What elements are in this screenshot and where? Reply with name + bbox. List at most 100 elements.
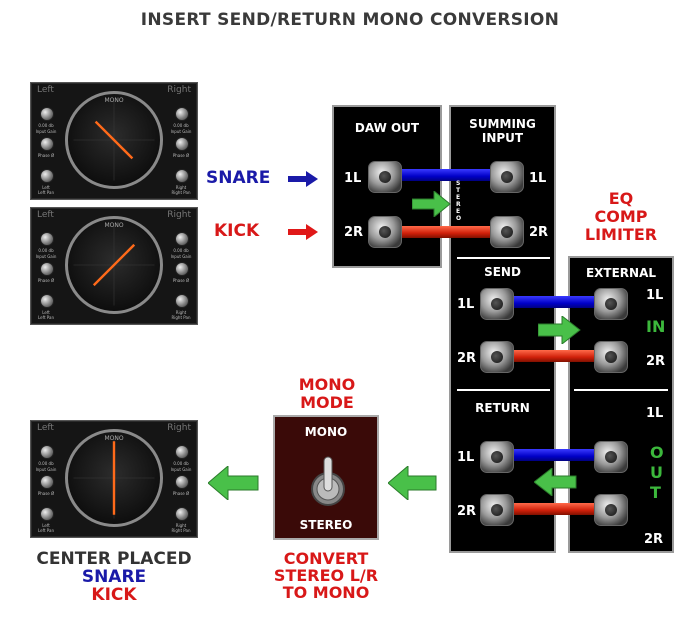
limiter-label: LIMITER	[584, 225, 658, 244]
stereo-scope-meter-snare: Left Right MONO 0.00 db Input Gain Phase…	[30, 82, 198, 200]
meter-phase-right: Phase Ø	[172, 491, 190, 496]
meter-gain-left-caption: Input Gain	[35, 129, 57, 134]
send-1l-jack	[480, 288, 514, 320]
snare-label: SNARE	[206, 168, 271, 188]
external-in-1l-jack	[594, 288, 628, 320]
pan-knob-left[interactable]	[40, 169, 54, 183]
send-2r-jack	[480, 341, 514, 373]
meter-mono-label: MONO	[104, 222, 124, 229]
send-blue-cable	[505, 296, 609, 308]
meter-bot-left: Left	[42, 310, 50, 315]
meter-bot-left-caption: Left Pan	[37, 528, 54, 533]
send-2r-label: 2R	[457, 351, 477, 366]
summing-1l-label: 1L	[529, 171, 547, 186]
diagram-title: INSERT SEND/RETURN MONO CONVERSION	[140, 10, 560, 30]
convert-label-2: STEREO L/R	[273, 566, 379, 585]
meter-gain-right-caption: Input Gain	[170, 254, 192, 259]
send-title: SEND	[484, 265, 521, 279]
input-gain-knob-left[interactable]	[40, 107, 54, 121]
meter-mono-label: MONO	[104, 97, 124, 104]
phase-knob-left[interactable]	[40, 137, 54, 151]
pan-knob-right[interactable]	[175, 507, 189, 521]
meter-left-label: Left	[37, 423, 54, 433]
out-label-o: O	[650, 443, 664, 462]
convert-label-3: TO MONO	[282, 583, 370, 602]
meter-bot-left: Left	[42, 523, 50, 528]
input-gain-knob-left[interactable]	[40, 445, 54, 459]
external-return-2r-label: 2R	[644, 532, 664, 547]
in-label: IN	[646, 317, 666, 336]
center-placed-label: CENTER PLACED	[36, 549, 192, 569]
meter-bot-right-caption: Right Pan	[171, 528, 191, 533]
vectorscope-display: MONO	[65, 429, 163, 527]
pan-knob-left[interactable]	[40, 294, 54, 308]
blue-arrow-icon	[288, 171, 318, 187]
external-out-2r-jack	[594, 494, 628, 526]
input-gain-knob-right[interactable]	[175, 232, 189, 246]
meter-right-label: Right	[167, 85, 191, 95]
meter-bot-right-caption: Right Pan	[171, 190, 191, 195]
eq-label: EQ	[608, 189, 634, 208]
send-red-cable	[505, 350, 609, 362]
green-arrow-right-icon	[412, 191, 451, 217]
vectorscope-display: MONO	[65, 91, 163, 189]
toggle-switch-icon[interactable]	[309, 451, 347, 513]
meter-bot-right: Right	[175, 185, 187, 190]
stereo-scope-meter-kick: Left Right MONO 0.00 db Input Gain Phase…	[30, 207, 198, 325]
meter-phase-right: Phase Ø	[172, 153, 190, 158]
summing-1l-jack	[490, 161, 524, 193]
external-1l-label: 1L	[646, 288, 664, 303]
mono-stereo-switch-box: MONO STEREO	[273, 415, 379, 540]
phase-knob-right[interactable]	[175, 137, 189, 151]
meter-gain-right-caption: Input Gain	[170, 467, 192, 472]
center-snare-label: SNARE	[81, 567, 147, 587]
external-return-1l-label: 1L	[646, 406, 664, 421]
pan-knob-left[interactable]	[40, 507, 54, 521]
summing-2r-jack	[490, 216, 524, 248]
external-in-2r-jack	[594, 341, 628, 373]
center-kick-label: KICK	[91, 585, 137, 605]
snare-blue-cable	[390, 169, 500, 181]
summing-title-2: INPUT	[481, 131, 524, 145]
mono-mode-label-2: MODE	[300, 393, 354, 412]
return-1l-label: 1L	[457, 450, 475, 465]
daw-out-1l-label: 1L	[344, 171, 362, 186]
summing-title-1: SUMMING	[469, 117, 536, 131]
meter-gain-left-caption: Input Gain	[35, 254, 57, 259]
return-2r-label: 2R	[457, 504, 477, 519]
meter-left-label: Left	[37, 210, 54, 220]
phase-knob-left[interactable]	[40, 262, 54, 276]
meter-gain-right: 0.00 db	[173, 248, 189, 253]
meter-mono-label: MONO	[104, 435, 124, 442]
meter-phase-left: Phase Ø	[37, 153, 55, 158]
daw-out-1l-jack	[368, 161, 402, 193]
meter-gain-left-caption: Input Gain	[35, 467, 57, 472]
switch-stereo-label: STEREO	[299, 518, 353, 532]
daw-out-2r-jack	[368, 216, 402, 248]
pan-knob-right[interactable]	[175, 294, 189, 308]
external-title: EXTERNAL	[585, 266, 657, 280]
panel-divider	[574, 389, 668, 391]
input-gain-knob-right[interactable]	[175, 445, 189, 459]
meter-gain-right: 0.00 db	[173, 461, 189, 466]
input-gain-knob-right[interactable]	[175, 107, 189, 121]
panel-divider	[457, 257, 550, 259]
mono-mode-label-1: MONO	[298, 375, 356, 394]
meter-left-label: Left	[37, 85, 54, 95]
kick-red-cable	[390, 226, 500, 238]
phase-knob-right[interactable]	[175, 262, 189, 276]
meter-bot-left: Left	[42, 185, 50, 190]
external-out-1l-jack	[594, 441, 628, 473]
meter-bot-right: Right	[175, 523, 187, 528]
meter-right-label: Right	[167, 423, 191, 433]
stereo-vertical-label: STEREO	[456, 180, 462, 222]
meter-bot-right: Right	[175, 310, 187, 315]
input-gain-knob-left[interactable]	[40, 232, 54, 246]
meter-gain-left: 0.00 db	[38, 248, 54, 253]
return-title: RETURN	[475, 401, 530, 415]
phase-knob-left[interactable]	[40, 475, 54, 489]
phase-knob-right[interactable]	[175, 475, 189, 489]
pan-knob-right[interactable]	[175, 169, 189, 183]
green-arrow-left-icon	[388, 466, 437, 500]
return-2r-jack	[480, 494, 514, 526]
